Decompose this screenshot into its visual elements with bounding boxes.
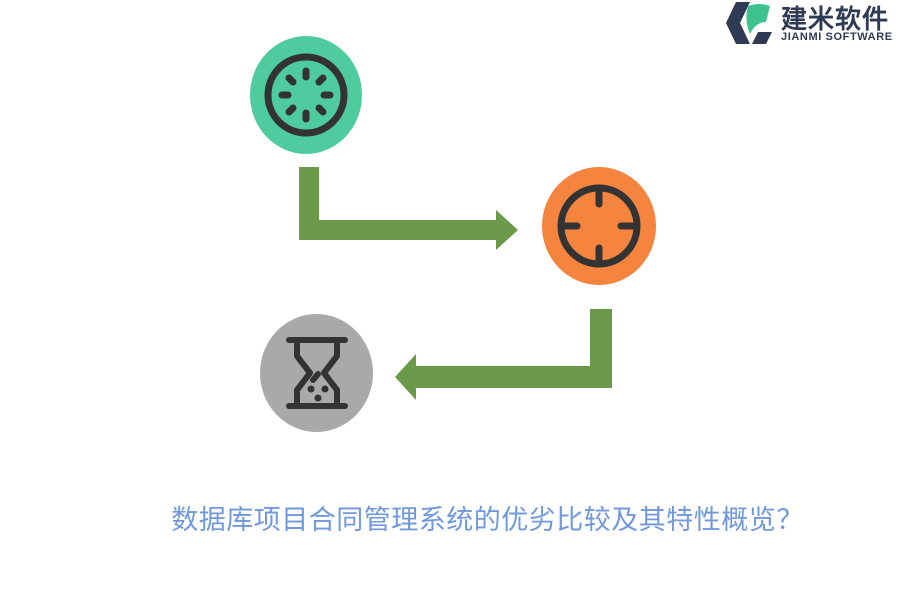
logo-name-cn: 建米软件 — [781, 5, 890, 35]
crosshair-target-icon — [557, 184, 641, 268]
logo-name-en: JIANMI SOFTWARE — [781, 31, 893, 43]
loading-spinner-icon — [264, 53, 348, 137]
arrow-loading-to-target — [299, 167, 518, 250]
hourglass-icon — [286, 337, 348, 409]
node-pending — [260, 314, 373, 432]
page-title: 数据库项目合同管理系统的优劣比较及其特性概览？ — [171, 505, 804, 536]
node-target — [542, 167, 656, 285]
node-loading — [250, 36, 362, 154]
brand-logo: 建米软件 JIANMI SOFTWARE — [726, 0, 900, 46]
arrow-target-to-pending — [395, 309, 612, 400]
logo-mark-icon — [726, 2, 772, 44]
